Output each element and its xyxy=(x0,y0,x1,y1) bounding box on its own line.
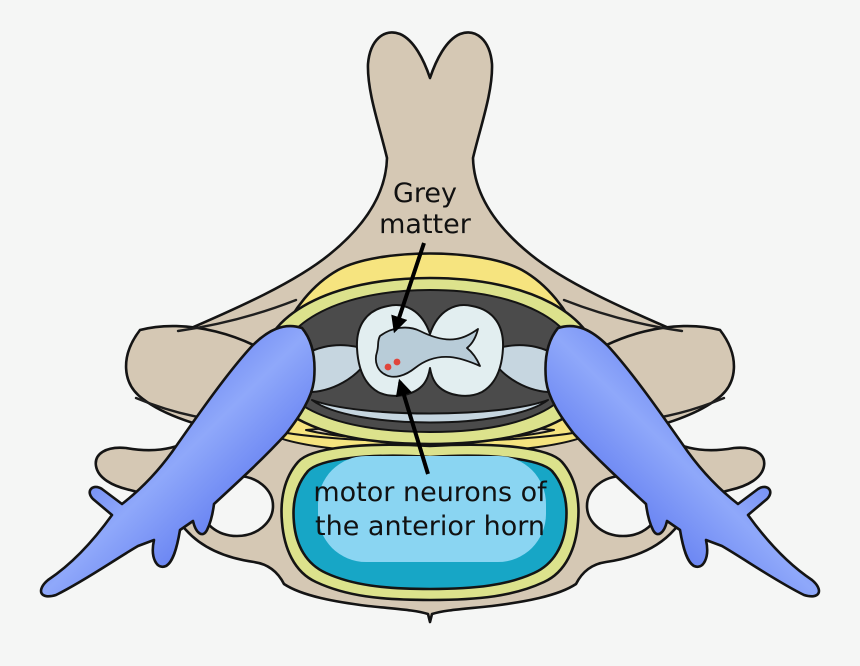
grey-matter-arrow xyxy=(391,242,426,334)
vertebral-body-center xyxy=(318,456,546,562)
grey-matter-label: Grey matter xyxy=(325,178,525,240)
subarachnoid-space-bottom xyxy=(311,399,549,424)
grey-matter-label-line1: Grey xyxy=(392,178,458,209)
grey-matter xyxy=(374,326,481,378)
right-lamina-shading-line xyxy=(562,298,684,333)
motor-neurons-label-line1: motor neurons of xyxy=(313,477,547,508)
motor-neuron-arrow xyxy=(395,378,430,475)
motor-neuron-dot-1 xyxy=(384,363,392,371)
grey-matter-label-line2: matter xyxy=(379,209,471,240)
motor-neuron-dot-2 xyxy=(393,358,401,366)
left-spinal-nerve xyxy=(39,324,316,598)
motor-neurons-label: motor neurons of the anterior horn xyxy=(270,476,590,544)
motor-neurons-label-line2: the anterior horn xyxy=(315,511,545,542)
right-spinal-nerve xyxy=(544,324,821,598)
left-lamina-shading-line xyxy=(176,298,298,333)
